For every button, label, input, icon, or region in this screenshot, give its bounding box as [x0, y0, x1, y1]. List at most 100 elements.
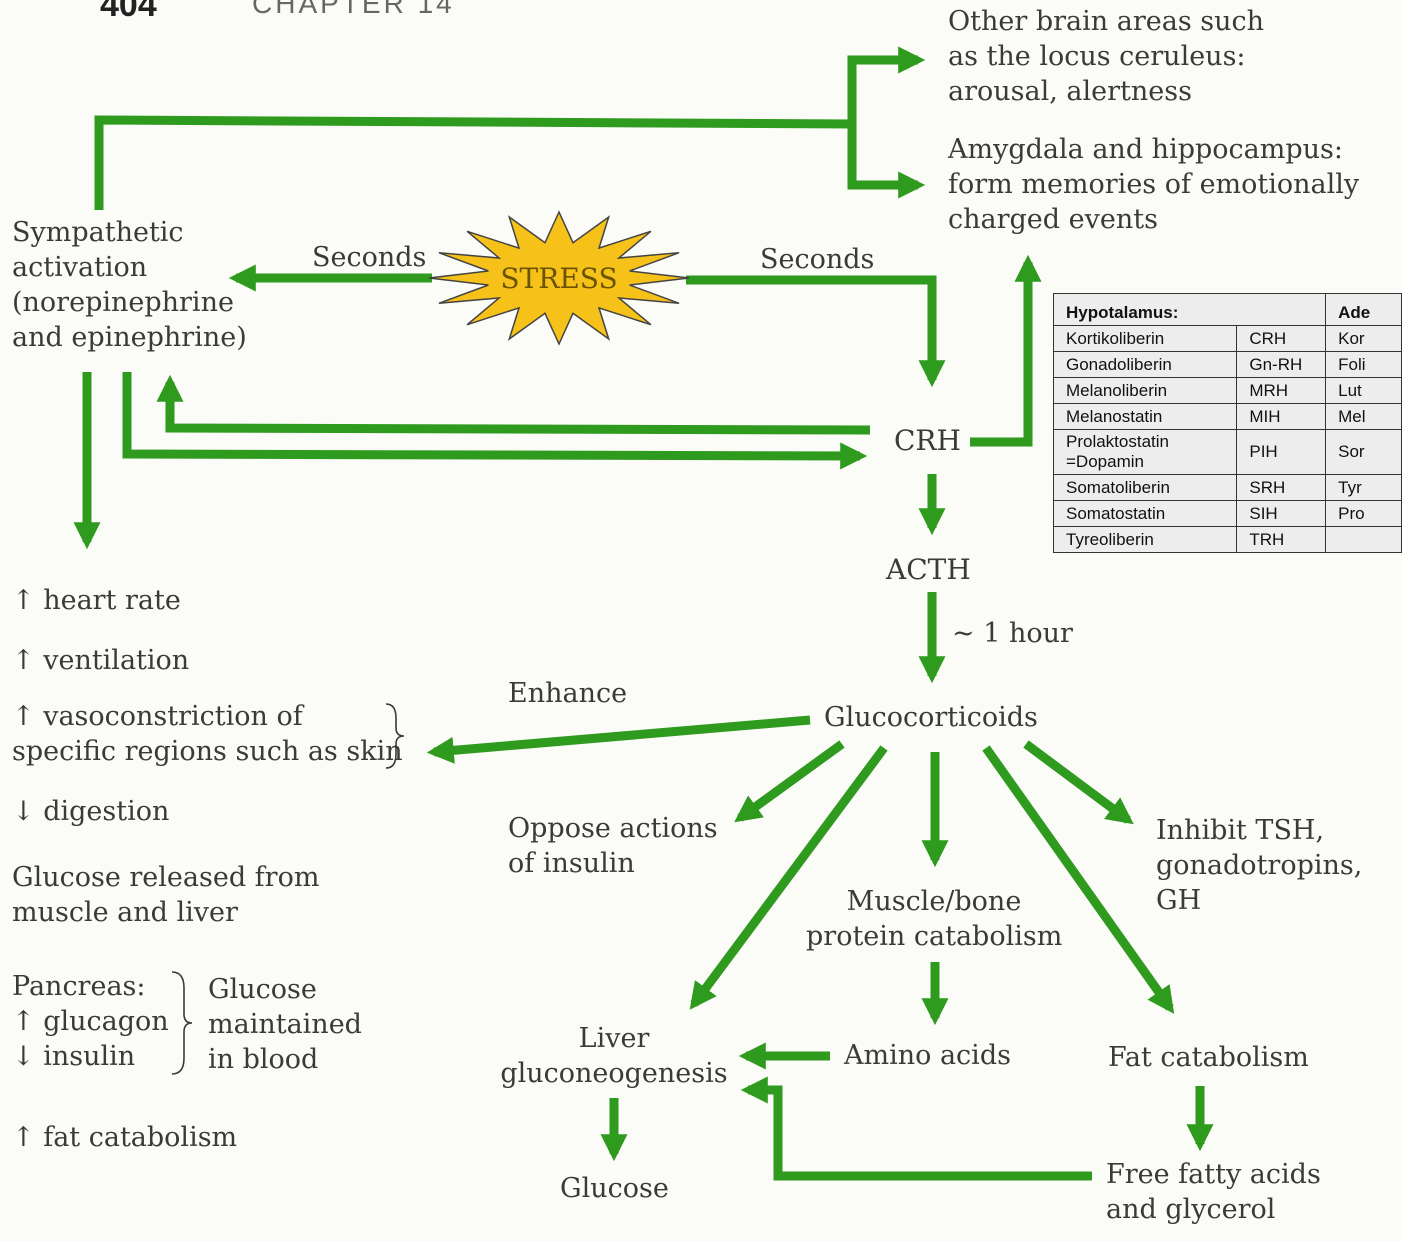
muscle-line-1: Muscle/bone [846, 886, 1022, 917]
ffa-line-2: and glycerol [1106, 1194, 1276, 1225]
arrow-ffa-to-liver [740, 1076, 1092, 1181]
locus-line-1: Other brain areas such [948, 6, 1265, 37]
liver-gluconeogenesis-label: Liver gluconeogenesis [500, 1021, 728, 1091]
sympathetic-line-1: Sympathetic [12, 217, 184, 248]
amygdala-line-1: Amygdala and hippocampus: [948, 134, 1343, 165]
glucose-maintained-line-2: maintained [208, 1009, 362, 1040]
ffa-line-1: Free fatty acids [1106, 1159, 1321, 1190]
glucocorticoids-label: Glucocorticoids [824, 702, 1038, 733]
amygdala-line-3: charged events [948, 204, 1158, 235]
pancreas-line-1: Pancreas: [12, 971, 146, 1002]
inhibit-line-3: GH [1156, 885, 1202, 916]
hormone-abbr-cell: MRH [1236, 377, 1327, 404]
vasoconstriction-line-1: ↑ vasoconstriction of [12, 701, 303, 732]
vasoconstriction-line-2: specific regions such as skin [12, 736, 403, 767]
oppose-line-1: Oppose actions [508, 813, 718, 844]
oppose-insulin-label: Oppose actions of insulin [508, 811, 718, 881]
hormone-name-cell: Melanoliberin [1053, 377, 1238, 404]
pituitary-hormone-cell [1325, 526, 1402, 553]
pancreas-line-3: ↓ insulin [12, 1041, 136, 1072]
pituitary-hormone-cell: Tyr [1325, 474, 1402, 501]
digestion-label: ↓ digestion [12, 796, 170, 827]
arrow-crh-to-sympathetic [156, 374, 871, 435]
muscle-line-2: protein catabolism [806, 921, 1063, 952]
seconds-right-label: Seconds [760, 244, 875, 275]
amygdala-line-2: form memories of emotionally [948, 169, 1360, 200]
glucose-maintained-label: Glucose maintained in blood [208, 972, 362, 1077]
crh-label: CRH [894, 424, 961, 457]
one-hour-label: ~ 1 hour [952, 618, 1073, 649]
hormone-abbr-cell: SIH [1236, 500, 1327, 527]
pancreas-label: Pancreas: ↑ glucagon ↓ insulin [12, 969, 169, 1074]
locus-line-3: arousal, alertness [948, 76, 1192, 107]
hormone-name-cell: Somatostatin [1053, 500, 1238, 527]
locus-line-2: as the locus ceruleus: [948, 41, 1246, 72]
hormone-abbr-cell: PIH [1236, 429, 1327, 475]
chapter-label: CHAPTER 14 [252, 0, 455, 19]
acth-label: ACTH [886, 553, 971, 586]
free-fatty-acids-label: Free fatty acids and glycerol [1106, 1157, 1321, 1227]
hormone-name-cell: Gonadoliberin [1053, 351, 1238, 378]
pituitary-hormone-cell: Pro [1325, 500, 1402, 527]
locus-ceruleus-label: Other brain areas such as the locus ceru… [948, 4, 1264, 109]
glucose-maintained-line-3: in blood [208, 1044, 319, 1075]
pituitary-hormone-cell: Sor [1325, 429, 1402, 475]
sympathetic-line-4: and epinephrine) [12, 322, 247, 353]
stress-label: STRESS [500, 262, 618, 295]
arrow-crh-to-amygdala [970, 254, 1042, 447]
muscle-bone-label: Muscle/bone protein catabolism [806, 884, 1062, 954]
pituitary-hormone-cell: Kor [1325, 325, 1402, 352]
liver-line-1: Liver [578, 1023, 650, 1054]
pituitary-hormone-cell: Mel [1325, 403, 1402, 430]
arrow-sympathetic-to-brain [94, 46, 926, 210]
vasoconstriction-brace [385, 703, 405, 769]
inhibit-line-1: Inhibit TSH, [1156, 815, 1325, 846]
sympathetic-line-2: activation [12, 252, 148, 283]
amygdala-label: Amygdala and hippocampus: form memories … [948, 132, 1359, 237]
glucose-label: Glucose [560, 1173, 669, 1204]
hormone-name-cell: Melanostatin [1053, 403, 1238, 430]
vasoconstriction-label: ↑ vasoconstriction of specific regions s… [12, 699, 403, 769]
arrow-stress-to-crh [686, 275, 946, 388]
heart-rate-label: ↑ heart rate [12, 585, 181, 616]
amino-acids-label: Amino acids [844, 1040, 1011, 1071]
pituitary-hormone-cell: Lut [1325, 377, 1402, 404]
arrow-to-fat [982, 745, 1175, 1014]
hormone-abbr-cell: CRH [1236, 325, 1327, 352]
liver-line-2: gluconeogenesis [500, 1058, 728, 1089]
glucose-released-line-1: Glucose released from [12, 862, 320, 893]
pancreas-line-2: ↑ glucagon [12, 1006, 169, 1037]
sympathetic-activation-label: Sympathetic activation (norepinephrine a… [12, 215, 247, 355]
hormone-abbr-cell: TRH [1236, 526, 1327, 553]
arrow-to-liver [689, 745, 888, 1010]
hormone-name-cell: Kortikoliberin [1053, 325, 1238, 352]
table-header-row: Hypotalamus: Ade [1053, 293, 1402, 326]
table-header-hypothalamus: Hypotalamus: [1053, 293, 1327, 326]
stress-burst-icon [428, 210, 690, 346]
table-header-adenohypophysis: Ade [1325, 293, 1402, 326]
hormone-name-cell: Somatoliberin [1053, 474, 1238, 501]
sympathetic-line-3: (norepinephrine [12, 287, 234, 318]
arrow-oppose-insulin [734, 740, 845, 823]
enhance-label: Enhance [508, 678, 628, 709]
glucose-maintained-line-1: Glucose [208, 974, 317, 1005]
hormone-abbr-cell: Gn-RH [1236, 351, 1327, 378]
arrow-sympathetic-to-crh [122, 372, 868, 470]
inhibit-label: Inhibit TSH, gonadotropins, GH [1156, 813, 1362, 918]
arrow-to-inhibit [1023, 740, 1134, 825]
arrow-to-amygdala [847, 124, 926, 199]
seconds-left-label: Seconds [312, 242, 427, 273]
page-number: 404 [100, 0, 157, 24]
inhibit-line-2: gonadotropins, [1156, 850, 1363, 881]
hormone-abbr-cell: SRH [1236, 474, 1327, 501]
